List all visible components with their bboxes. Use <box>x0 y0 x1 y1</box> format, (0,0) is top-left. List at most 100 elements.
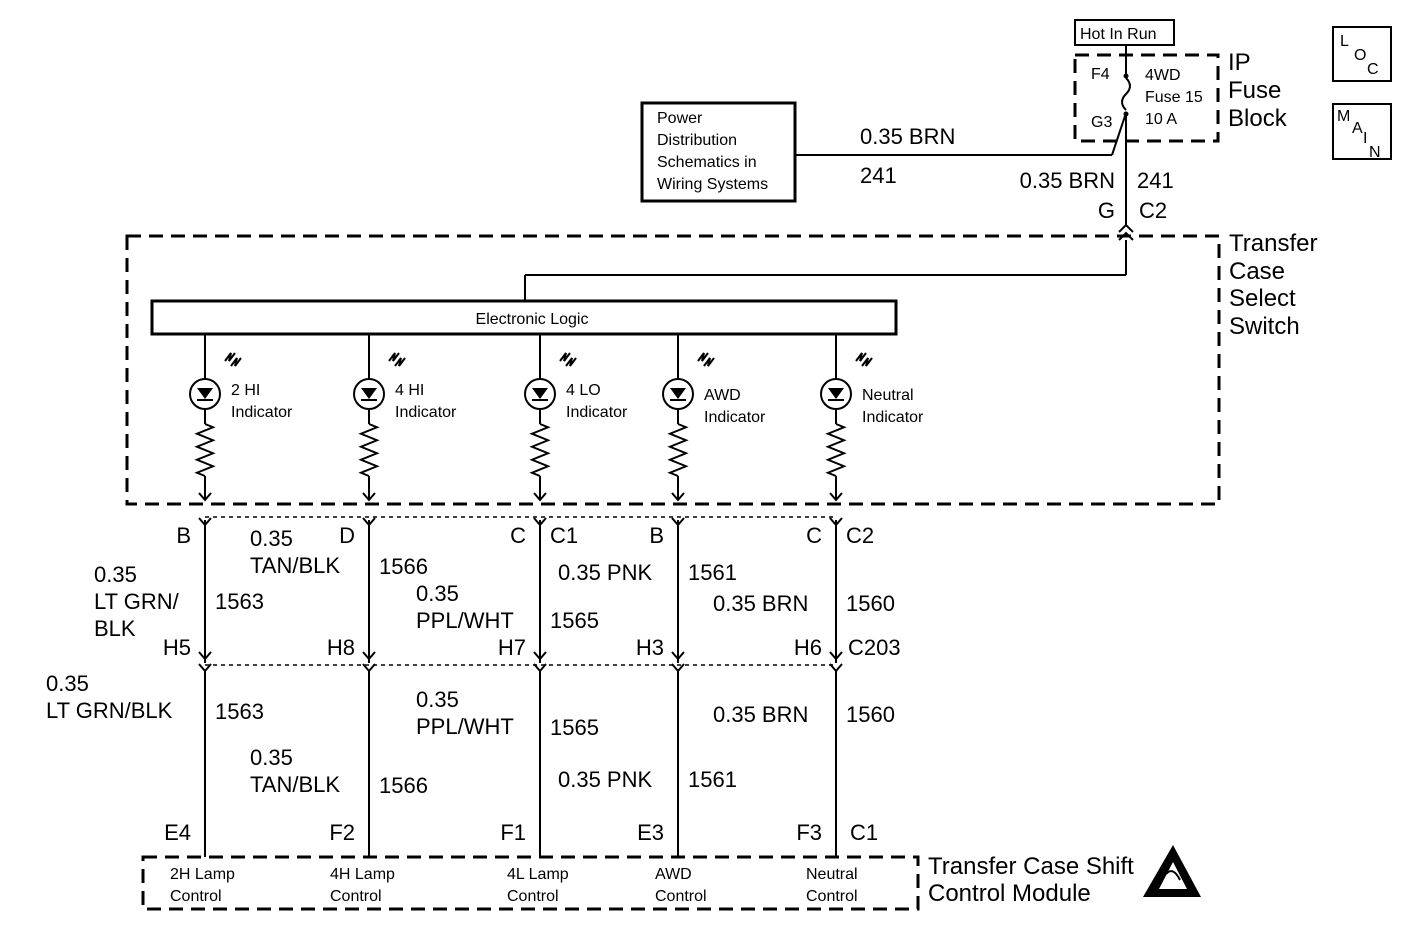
connector-arrow-icon <box>533 492 547 502</box>
switch-feed-circuit: 241 <box>1137 168 1174 193</box>
indicator-label-line-1: 4 LO <box>566 382 601 399</box>
svg-text:M: M <box>1337 108 1350 125</box>
fuse-label-line-1: 4WD <box>1145 67 1181 84</box>
module-pin-label: F1 <box>500 820 526 845</box>
switch-connector-label: C2 <box>846 523 874 548</box>
svg-text:I: I <box>1363 130 1367 147</box>
indicator-label-line-1: AWD <box>704 387 741 404</box>
feed-wire-splice <box>1111 115 1126 156</box>
indicator-label-line-2: Indicator <box>231 404 293 421</box>
upper-wire-size-color: 0.35 <box>250 526 293 551</box>
light-emission-icon <box>388 352 400 362</box>
fuse-icon <box>1121 55 1131 117</box>
c203-arrow-icon <box>671 651 685 661</box>
fuse-pin-in: F4 <box>1091 66 1110 83</box>
upper-wire-size-color: 0.35 PNK <box>558 560 652 585</box>
switch-title-3: Select <box>1229 285 1296 312</box>
fuse-label-line-3: 10 A <box>1145 111 1177 128</box>
svg-text:O: O <box>1354 47 1366 64</box>
resistor-icon <box>529 423 551 477</box>
connector-arrow-icon <box>671 492 685 502</box>
module-pin-label: E3 <box>637 820 664 845</box>
lower-wire-circuit: 1561 <box>688 767 737 792</box>
upper-wire-size-color: PPL/WHT <box>416 608 514 633</box>
resistor-icon <box>667 423 689 477</box>
c203-arrow-icon <box>198 651 212 661</box>
loc-icon[interactable]: L O C <box>1332 26 1392 82</box>
switch-title-1: Transfer <box>1229 230 1317 257</box>
led-diode-icon <box>197 388 213 399</box>
switch-feed-pin: G <box>1098 198 1115 223</box>
lower-wire-size-color: 0.35 PNK <box>558 767 652 792</box>
power-box-line-3: Schematics in <box>657 154 757 171</box>
lower-wire-size-color: 0.35 <box>46 671 89 696</box>
c203-arrow-icon <box>533 651 547 661</box>
c203-pin-label: H3 <box>636 635 664 660</box>
electronic-logic-label: Electronic Logic <box>476 311 589 328</box>
resistor-icon <box>194 423 216 477</box>
upper-wire-circuit: 1566 <box>379 554 428 579</box>
svg-text:A: A <box>1352 120 1363 137</box>
connector-arrow-icon <box>362 492 376 502</box>
module-pin-label: E4 <box>164 820 191 845</box>
esd-warning-icon <box>1143 845 1201 897</box>
upper-wire-size-color: LT GRN/ <box>94 589 180 614</box>
switch-pin-label: B <box>649 523 664 548</box>
ip-fuse-block-outline <box>1073 53 1220 143</box>
inline-connector-label: C203 <box>848 635 901 660</box>
resistor-icon <box>358 423 380 477</box>
light-emission-icon <box>855 352 867 362</box>
indicator-label-line-1: Neutral <box>862 387 914 404</box>
module-output-label-1: 4H Lamp <box>330 866 395 883</box>
power-distribution-box[interactable] <box>640 101 797 203</box>
switch-title-4: Switch <box>1229 313 1300 340</box>
svg-text:C: C <box>1367 61 1379 78</box>
module-connector-label: C1 <box>850 820 878 845</box>
light-emission-icon <box>230 357 242 367</box>
main-icon[interactable]: M A I N <box>1332 103 1392 161</box>
hot-in-run-box <box>1074 19 1175 46</box>
power-box-line-4: Wiring Systems <box>657 176 768 193</box>
power-box-line-2: Distribution <box>657 132 737 149</box>
switch-connector-label: C1 <box>550 523 578 548</box>
upper-wire-size-color: 0.35 <box>416 581 459 606</box>
switch-pin-label: C <box>510 523 526 548</box>
switch-feed-terminal <box>1118 223 1134 233</box>
upper-wire-size-color: TAN/BLK <box>250 553 340 578</box>
fuse-block-title-2: Fuse <box>1228 77 1281 104</box>
fuse-label-line-2: Fuse 15 <box>1145 89 1203 106</box>
lower-wire-circuit: 1560 <box>846 702 895 727</box>
indicator-label-line-2: Indicator <box>704 409 766 426</box>
lower-wire-circuit: 1563 <box>215 699 264 724</box>
lower-wire-circuit: 1565 <box>550 715 599 740</box>
upper-wire-size-color: BLK <box>94 616 136 641</box>
light-emission-icon <box>394 357 406 367</box>
c203-pin-label: H8 <box>327 635 355 660</box>
led-diode-icon <box>361 388 377 399</box>
lower-wire-size-color: 0.35 BRN <box>713 702 808 727</box>
c203-arrow-icon <box>829 651 843 661</box>
fuse-pin-out: G3 <box>1091 114 1112 131</box>
feed-wire-size-color: 0.35 BRN <box>860 124 955 149</box>
module-output-label-2: Control <box>655 888 707 905</box>
led-diode-icon <box>828 388 844 399</box>
svg-text:L: L <box>1340 33 1349 50</box>
fuse-block-title-1: IP <box>1228 49 1251 76</box>
module-title-2: Control Module <box>928 880 1091 907</box>
switch-feed-size-color: 0.35 BRN <box>1020 168 1115 193</box>
switch-feed-terminal-2 <box>1118 231 1134 241</box>
lower-wire-size-color: 0.35 <box>416 687 459 712</box>
module-title-1: Transfer Case Shift <box>928 853 1134 880</box>
upper-wire-circuit: 1561 <box>688 560 737 585</box>
switch-pin-label: B <box>176 523 191 548</box>
module-output-label-2: Control <box>806 888 858 905</box>
transfer-case-select-switch-outline <box>125 234 1221 506</box>
svg-text:N: N <box>1369 144 1381 161</box>
light-emission-icon <box>697 352 709 362</box>
power-box-line-1: Power <box>657 110 703 127</box>
shift-control-module-outline <box>141 855 920 911</box>
upper-wire-circuit: 1565 <box>550 608 599 633</box>
module-output-label-2: Control <box>170 888 222 905</box>
module-output-label-1: 4L Lamp <box>507 866 569 883</box>
